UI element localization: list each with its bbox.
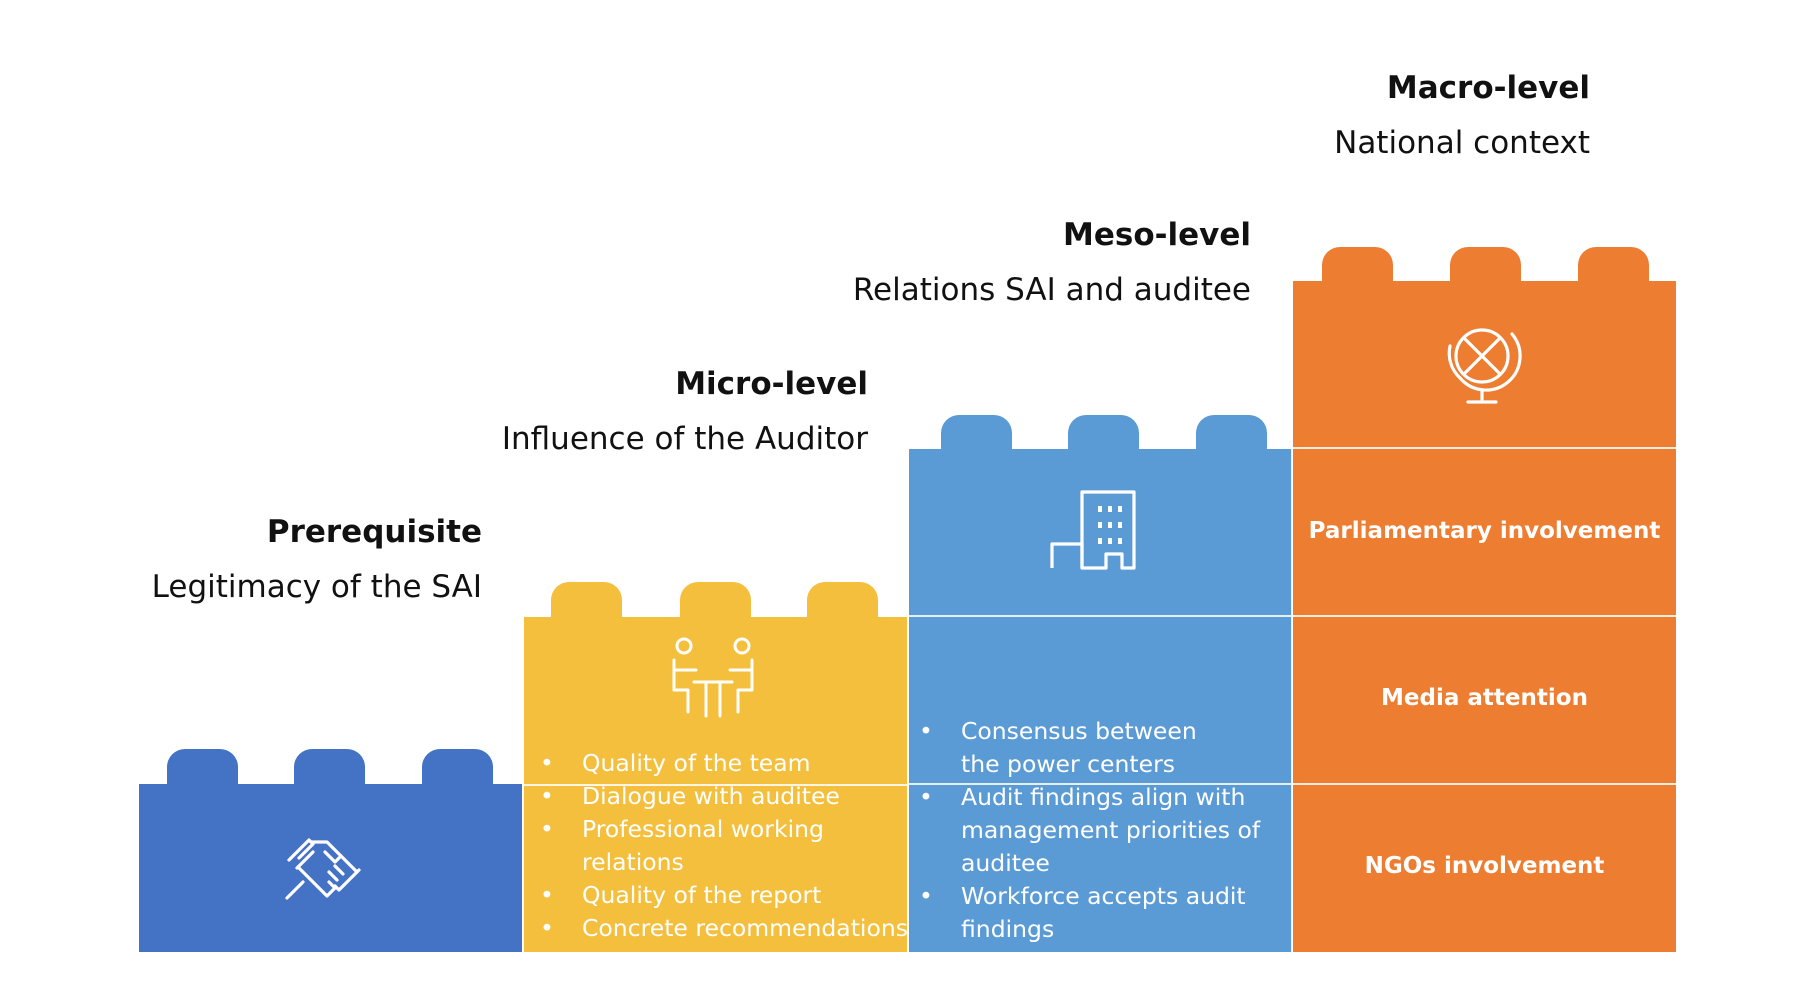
brick-stud bbox=[1322, 247, 1393, 283]
label-micro-level: Micro-level Influence of the Auditor bbox=[502, 364, 868, 459]
brick-stud bbox=[422, 749, 493, 785]
divider bbox=[909, 615, 1292, 617]
list-item: Professional working relations bbox=[536, 813, 832, 879]
list-item: Quality of the report bbox=[536, 879, 916, 912]
brick-stud bbox=[551, 582, 622, 618]
label-macro-level: Macro-level National context bbox=[1334, 68, 1590, 163]
list-item: Audit findings align with management pri… bbox=[915, 781, 1271, 880]
divider bbox=[907, 617, 909, 952]
list-item: Concrete recommendations bbox=[536, 912, 916, 945]
divider bbox=[1293, 447, 1676, 449]
level-subtitle: Influence of the Auditor bbox=[501, 421, 868, 457]
brick-stud bbox=[167, 749, 238, 785]
label-prerequisite: Prerequisite Legitimacy of the SAI bbox=[152, 512, 482, 607]
office-building-icon bbox=[1048, 484, 1138, 574]
level-subtitle: Relations SAI and auditee bbox=[852, 272, 1251, 308]
macro-factor: Media attention bbox=[1381, 685, 1588, 711]
divider bbox=[1293, 783, 1676, 785]
level-title: Meso-level bbox=[1063, 217, 1251, 253]
brick-stud bbox=[941, 415, 1012, 451]
brick-stud bbox=[1578, 247, 1649, 283]
micro-level-factors: Quality of the team Dialogue with audite… bbox=[536, 747, 916, 945]
handshake-icon bbox=[283, 826, 365, 906]
divider bbox=[1293, 615, 1676, 617]
label-meso-level: Meso-level Relations SAI and auditee bbox=[853, 215, 1251, 310]
list-item: Consensus between the power centers bbox=[915, 715, 1231, 781]
brick-stud bbox=[807, 582, 878, 618]
meso-level-factors: Consensus between the power centers Audi… bbox=[915, 715, 1285, 946]
brick-stud bbox=[1196, 415, 1267, 451]
level-title: Micro-level bbox=[675, 366, 868, 402]
divider bbox=[1291, 449, 1293, 952]
list-item: Workforce accepts audit findings bbox=[915, 880, 1251, 946]
brick-stud bbox=[1450, 247, 1521, 283]
meeting-icon bbox=[668, 636, 758, 726]
brick-prerequisite bbox=[139, 784, 522, 952]
macro-factor: NGOs involvement bbox=[1364, 853, 1605, 879]
macro-factor: Parliamentary involvement bbox=[1308, 518, 1661, 544]
level-title: Macro-level bbox=[1386, 70, 1590, 106]
level-title: Prerequisite bbox=[266, 514, 482, 550]
level-subtitle: National context bbox=[1334, 125, 1590, 161]
divider bbox=[522, 784, 524, 952]
level-subtitle: Legitimacy of the SAI bbox=[151, 569, 482, 605]
list-item: Dialogue with auditee bbox=[536, 780, 916, 813]
brick-stud bbox=[294, 749, 365, 785]
brick-stud bbox=[680, 582, 751, 618]
brick-stud bbox=[1068, 415, 1139, 451]
list-item: Quality of the team bbox=[536, 747, 916, 780]
globe-icon bbox=[1440, 316, 1530, 406]
